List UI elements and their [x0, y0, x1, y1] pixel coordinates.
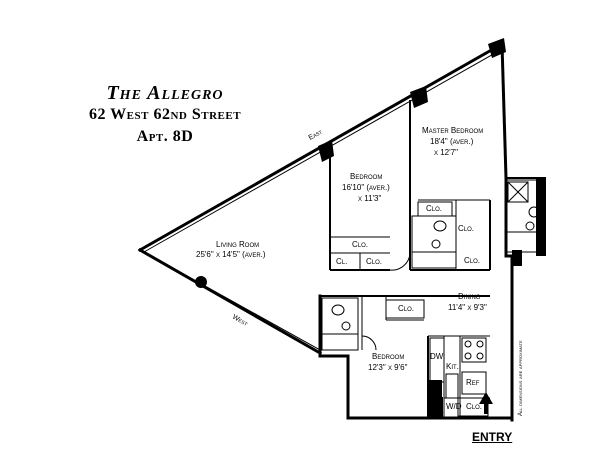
dining-name: Dining — [458, 292, 481, 301]
kitchen-fixtures — [429, 337, 487, 399]
east-label: East — [308, 129, 324, 142]
closet-label-master: Clo. — [426, 204, 443, 213]
bedroom-two-dims: 12'3" x 9'6" — [368, 363, 408, 372]
door-swings — [361, 251, 411, 351]
washer-dryer-label: W/D — [446, 402, 462, 411]
closet-label-small: Cl. — [336, 257, 348, 266]
closet-label-entry: Clo. — [466, 402, 483, 411]
master-bedroom-name: Master Bedroom — [422, 126, 484, 135]
bathroom-master — [411, 215, 457, 269]
kitchen-label: Kit. — [446, 362, 459, 371]
west-label: West — [231, 314, 249, 328]
bedroom-two-name: Bedroom — [372, 352, 405, 361]
entry-label: ENTRY — [472, 430, 513, 444]
building-address: 62 West 62nd Street — [88, 106, 242, 123]
living-room-name: Living Room — [216, 240, 260, 249]
bedroom-one-dims-2: x 11'3" — [358, 194, 382, 203]
living-room-dims: 25'6" x 14'5" (aver.) — [196, 250, 266, 259]
structural-columns — [195, 38, 546, 418]
master-bedroom-dims-1: 18'4" (aver.) — [430, 137, 474, 146]
bedroom-one-dims-1: 16'10" (aver.) — [342, 183, 390, 192]
building-name: The Allegro — [106, 82, 224, 104]
apartment-number: Apt. 8D — [136, 128, 194, 145]
closet-label-master-2: Clo. — [458, 224, 475, 233]
bathroom-second — [321, 297, 359, 351]
interior-walls — [320, 100, 546, 418]
closet-label-bedroom-2: Clo. — [366, 257, 383, 266]
approximate-note: All dimensions are approximate — [518, 340, 524, 416]
closet-label-bedroom: Clo. — [352, 240, 369, 249]
closet-label-hall: Clo. — [398, 304, 415, 313]
dishwasher-label: DW — [430, 352, 444, 361]
closet-label-master-3: Clo. — [464, 256, 481, 265]
entry-arrow-icon — [479, 392, 493, 414]
closets — [385, 201, 489, 417]
bathroom-bedroom — [505, 179, 543, 253]
dining-dims: 11'4" x 9'3" — [448, 303, 487, 312]
bedroom-one-name: Bedroom — [350, 172, 383, 181]
master-bedroom-dims-2: x 12'7" — [434, 148, 458, 157]
refrigerator-label: Ref — [466, 378, 480, 387]
